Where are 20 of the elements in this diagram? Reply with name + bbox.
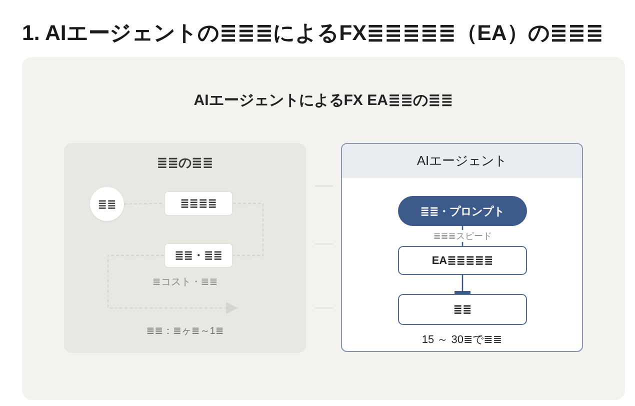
panel-title: AIエージェントによるFX EA≣≣の≣≣ <box>194 91 454 111</box>
note-text: 15 ～ 30≣で≣≣ <box>422 333 502 347</box>
circle-node: ≣≣ <box>90 187 124 221</box>
panel-title: ≣≣の≣≣ <box>156 154 214 172</box>
pill-box: ≣≣・プロンプト <box>398 196 527 226</box>
page-title: 1. AIエージェントの≣≣≣によるFX≣≣≣≣≣（EA）の≣≣≣ <box>22 20 604 47</box>
connector-line <box>233 202 264 256</box>
edge-label: ≣≣≣スピード <box>432 230 493 242</box>
note-text: ≣≣：≣ヶ≣～1≣ <box>146 325 224 339</box>
background-panel <box>22 57 625 400</box>
process-box: ≣≣≣≣ <box>164 191 233 216</box>
connector-line <box>454 275 470 294</box>
panel <box>341 143 583 352</box>
note-text: ≣コスト・≣≣ <box>152 276 218 290</box>
process-box: ≣≣ <box>398 294 527 325</box>
process-box: EA≣≣≣≣≣ <box>398 246 527 275</box>
process-box: ≣≣・≣≣ <box>164 243 233 268</box>
arrow <box>107 254 238 314</box>
panel-header: AIエージェント <box>342 144 582 178</box>
panel <box>64 143 306 353</box>
